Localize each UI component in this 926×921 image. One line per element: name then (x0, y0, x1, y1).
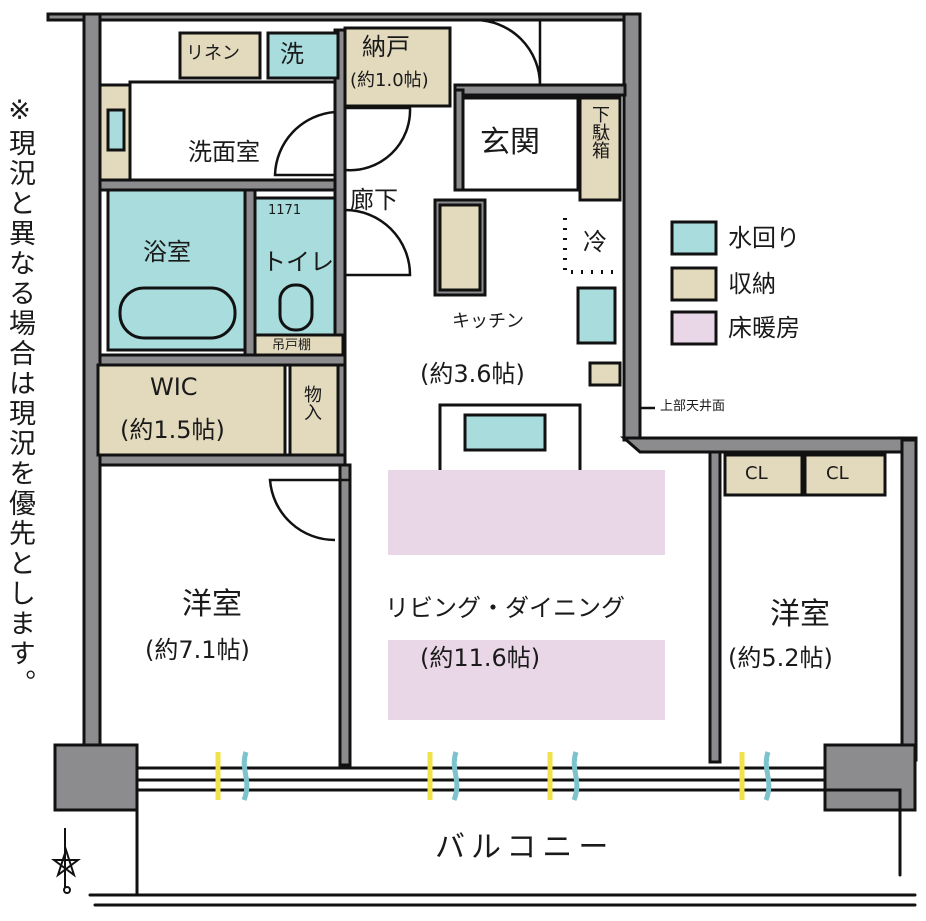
western-right-size: (約5.2帖) (728, 644, 833, 672)
vanity-box (98, 83, 132, 182)
linen-box (178, 31, 262, 80)
shoe-box (578, 96, 622, 202)
washer-label: 洗 (280, 40, 304, 68)
legend-swatch-water (670, 220, 718, 256)
legend-label-storage: 収納 (728, 270, 776, 298)
column-left (53, 743, 139, 812)
linen-label: リネン (186, 43, 240, 64)
hall-storage (438, 203, 482, 292)
closet-label: 納戸 (362, 33, 410, 61)
toilet-label: トイレ (262, 248, 334, 276)
north-arrow-icon (51, 828, 81, 894)
window-marker-blue (241, 751, 250, 801)
wall-interior (453, 83, 627, 97)
wall-right-upper (622, 12, 642, 442)
western-left-label: 洋室 (182, 587, 242, 622)
kitchen-small-storage (588, 361, 622, 387)
door-swing (273, 110, 336, 177)
door-swing (344, 208, 412, 277)
window-line (135, 766, 827, 782)
toilet-shelf (253, 333, 345, 357)
door-swing (268, 478, 350, 542)
ldk-label: リビング・ダイニング (385, 594, 625, 622)
disclaimer-note: ※現況と異なる場合は現況を優先とします。 (4, 95, 35, 699)
window-marker-blue (763, 751, 772, 801)
wall-top (46, 12, 630, 22)
bathtub (118, 286, 237, 340)
ceiling-note: 上部天井面 (660, 399, 726, 414)
wall-interior (708, 450, 722, 764)
western-left-size: (約7.1帖) (145, 636, 250, 664)
counter-hob (463, 413, 547, 452)
ldk-size: (約11.6帖) (420, 644, 541, 672)
shoe-box-label: 下駄箱 (589, 105, 610, 159)
closet-size: (約1.0帖) (350, 70, 429, 91)
floor-heating-lower (388, 640, 665, 720)
wall-right (900, 438, 918, 762)
cl-label-1: CL (745, 463, 768, 484)
balcony-label: バルコニー (435, 830, 615, 865)
storage-box (288, 363, 340, 457)
toilet-bowl (278, 283, 314, 332)
window-marker-blue (571, 751, 580, 801)
toilet-shelf-top: 1171 (268, 203, 302, 218)
storage-label: 物入 (301, 385, 322, 421)
legend-swatch-heating (670, 310, 718, 346)
wall-interior (338, 463, 352, 767)
wall-step (620, 436, 918, 454)
hallway-label: 廊下 (350, 186, 398, 214)
fridge-dotted (563, 218, 620, 274)
wic-box (96, 363, 287, 457)
kitchen-label: キッチン (452, 311, 524, 332)
kitchen-size: (約3.6帖) (420, 360, 525, 388)
cl-box-1 (723, 453, 804, 497)
wic-size: (約1.5帖) (120, 416, 225, 444)
window-marker-blue (451, 751, 460, 801)
vanity-basin (106, 108, 126, 152)
fridge-label: 冷 (583, 228, 607, 256)
washer-box (266, 31, 340, 80)
balcony-outline (88, 788, 917, 907)
entrance-box (461, 96, 580, 192)
floor-heating-upper (388, 470, 665, 555)
bath-label: 浴室 (143, 238, 191, 266)
cl-box-2 (803, 453, 887, 497)
entrance-label: 玄関 (480, 125, 540, 160)
washroom-label: 洗面室 (188, 138, 260, 166)
cl-label-2: CL (826, 463, 849, 484)
closet-box (343, 26, 452, 108)
legend-label-water: 水回り (728, 224, 800, 252)
kitchen-sink (576, 286, 617, 345)
wic-label: WIC (150, 373, 198, 401)
legend-label-heating: 床暖房 (728, 314, 800, 342)
western-right-label: 洋室 (770, 597, 830, 632)
door-swing (474, 18, 542, 86)
toilet-shelf-label: 吊戸棚 (272, 338, 312, 353)
door-swing (344, 106, 412, 172)
legend-swatch-storage (670, 266, 718, 302)
